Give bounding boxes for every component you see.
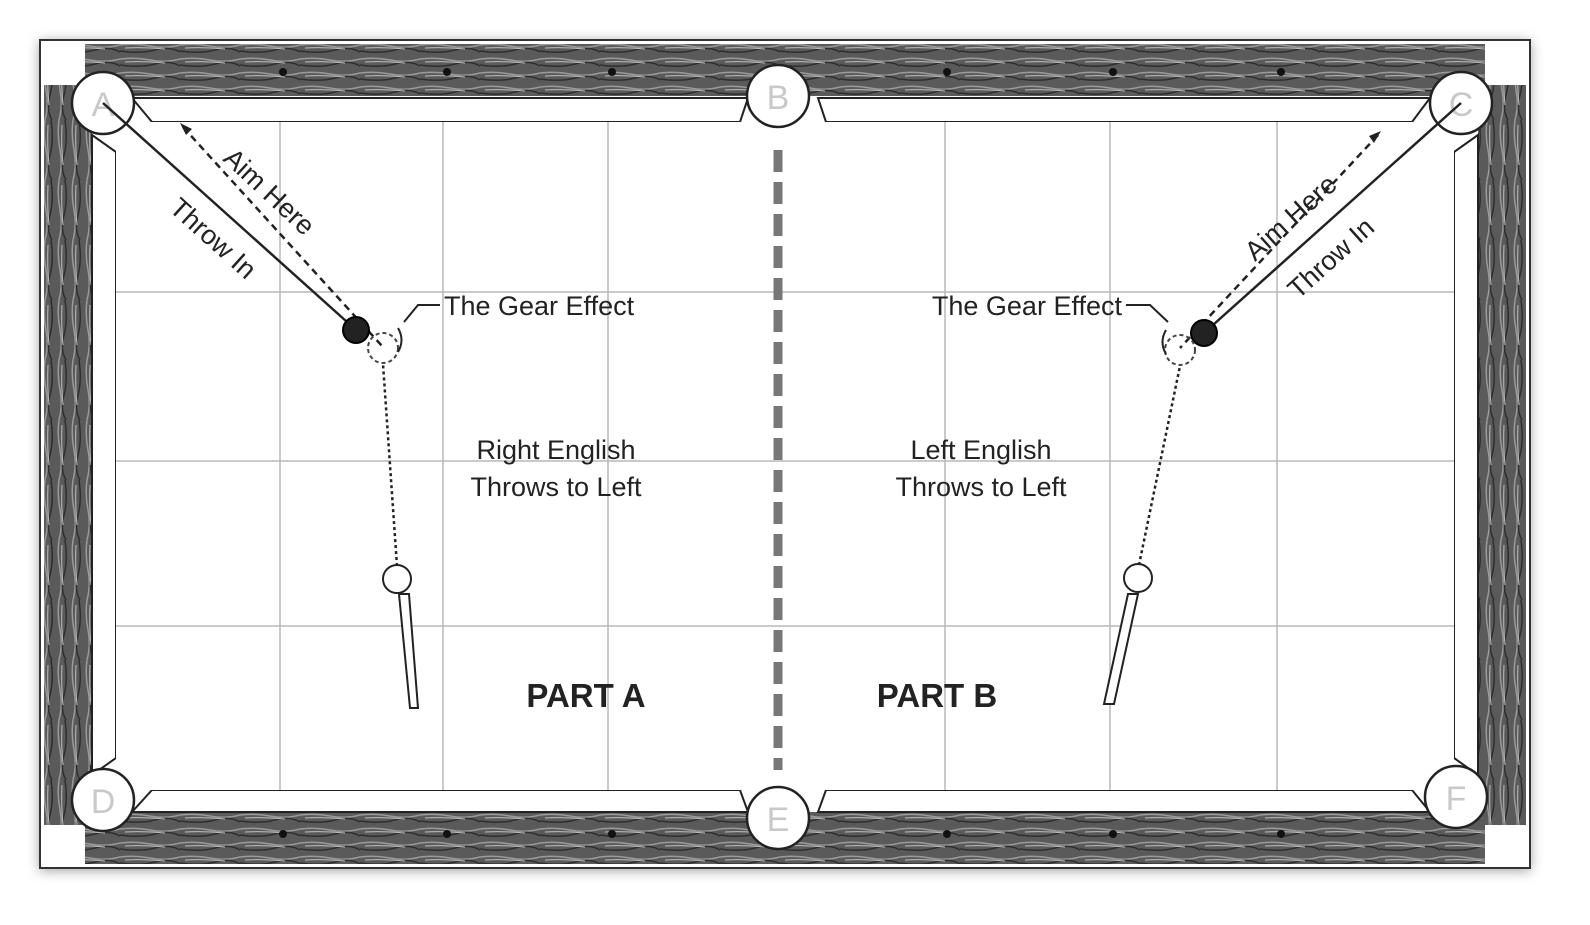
- part-b-cue-ball: [1123, 563, 1153, 593]
- pocket-a-label: A: [92, 86, 115, 124]
- cloth-grid: [116, 122, 1454, 790]
- part-a-title: PART A: [526, 677, 645, 714]
- part-a-throw-line: [102, 102, 357, 331]
- part-b-aim-line: [1179, 134, 1379, 349]
- left-rail: [44, 85, 92, 825]
- part-a-aim-line: [182, 126, 383, 347]
- part-a-shot: [102, 102, 440, 709]
- right-rail: [1478, 85, 1526, 825]
- part-b-ghost-ball: [1164, 334, 1196, 366]
- part-b-throw-line: [1203, 102, 1462, 334]
- part-a-english-line1: Right English: [476, 435, 635, 465]
- part-a-gear-label: The Gear Effect: [444, 291, 635, 321]
- pocket-d: [70, 767, 136, 833]
- part-a-cue-stick: [397, 593, 420, 709]
- pocket-e: [745, 785, 811, 851]
- part-a-object-ball: [342, 316, 370, 344]
- part-a-cue-path: [381, 363, 399, 567]
- pocket-b: [745, 63, 811, 129]
- part-b-object-ball: [1190, 319, 1218, 347]
- pocket-f: [1423, 764, 1489, 830]
- pocket-c-label: C: [1449, 86, 1474, 124]
- part-b-title: PART B: [877, 677, 997, 714]
- pocket-f-label: F: [1446, 780, 1467, 818]
- pocket-d-label: D: [91, 783, 116, 821]
- part-a-ghost-ball: [367, 332, 399, 364]
- pocket-e-label: E: [767, 801, 790, 839]
- part-b-cue-path: [1137, 365, 1182, 566]
- part-b-shot: [1102, 102, 1462, 705]
- part-a-cue-ball: [382, 564, 412, 594]
- part-b-english-line2: Throws to Left: [895, 472, 1067, 502]
- pocket-b-label: B: [767, 79, 790, 117]
- part-b-english-line1: Left English: [910, 435, 1051, 465]
- cushions: [91, 97, 1479, 813]
- part-b-gear-label: The Gear Effect: [932, 291, 1123, 321]
- part-b-cue-stick: [1102, 593, 1140, 705]
- part-a-english-line2: Throws to Left: [470, 472, 642, 502]
